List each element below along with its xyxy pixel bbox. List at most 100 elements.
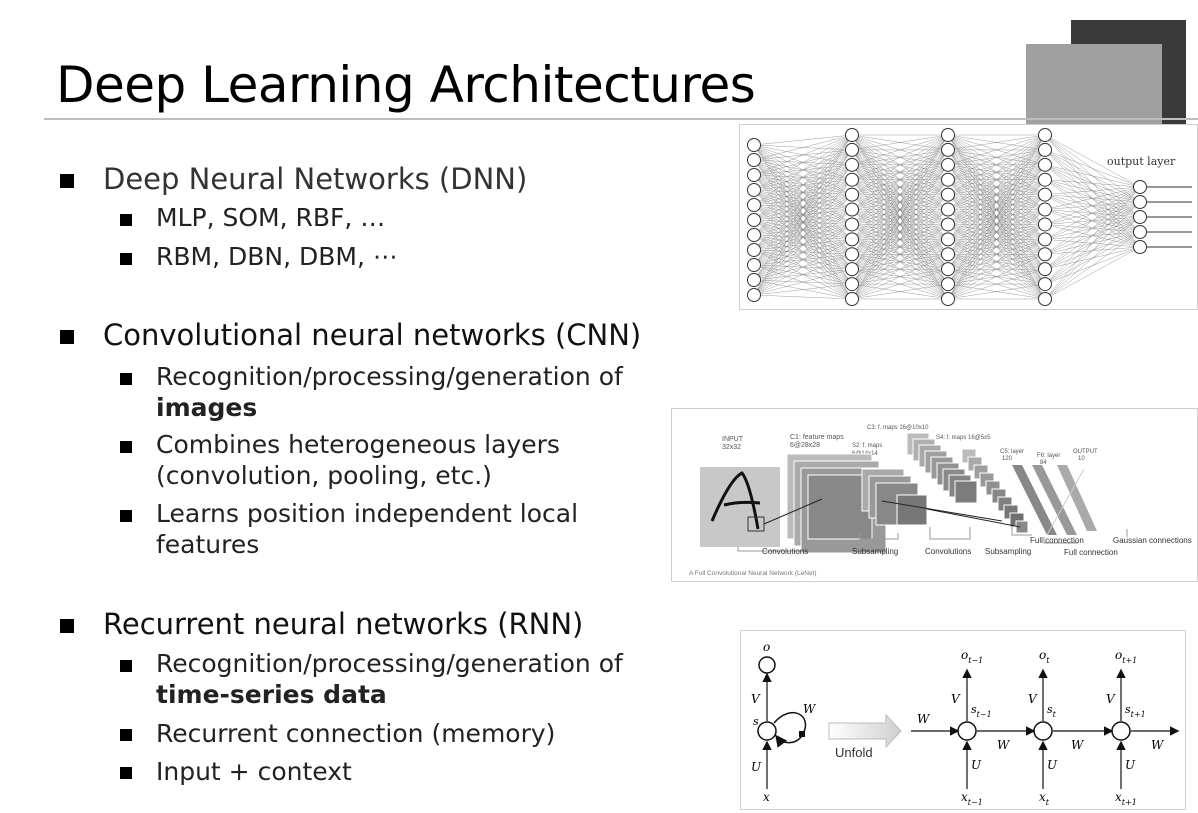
dnn-neuron [845,292,859,306]
rnn-item-3: Input + context [156,757,352,786]
dnn-neuron [1038,187,1052,202]
rnn-output-node [758,656,776,674]
dnn-neuron [941,142,955,157]
bullet-square [60,174,74,188]
bullet-square-small [120,214,132,226]
dnn-connection [851,179,949,300]
dnn-connection [753,134,853,281]
rnn-label-o: o [763,640,770,654]
cnn-f6-size: 84 [1040,460,1047,466]
dnn-neuron [845,262,859,277]
cnn-output-label: OUTPUT [1073,449,1098,455]
dnn-neuron [941,202,955,217]
unfold-arrow [828,713,902,749]
dnn-connection [947,194,1046,300]
dnn-connection [947,134,1046,240]
dnn-neuron [1038,277,1052,292]
dnn-neuron [845,202,859,217]
rnn-label-u: U [751,760,762,774]
rnn-label-w: W [803,702,817,716]
dnn-item-2: RBM, DBN, DBM, ⋯ [156,242,398,271]
dnn-neuron [747,228,761,242]
rnn-w-in: W [917,712,931,726]
dnn-neuron [1038,247,1052,262]
unfold-label: Unfold [835,745,873,760]
dnn-connection [753,134,853,176]
dnn-connection [1044,186,1141,255]
bullet-square-small [120,729,132,741]
dnn-connection [753,134,853,191]
dnn-neuron [941,292,955,306]
bullet-square-small [120,373,132,385]
dnn-connection [851,283,949,300]
dnn-connection [947,239,1046,300]
dnn-connection [851,134,949,225]
dnn-neuron [1038,202,1052,217]
dnn-connection [753,269,853,296]
dnn-neuron [845,172,859,187]
cnn-item-2: Combines heterogeneous layers (convoluti… [156,430,560,490]
dnn-neuron [747,243,761,257]
dnn-neuron [941,128,955,142]
dnn-neuron [845,187,859,202]
dnn-connection [1044,231,1141,300]
dnn-connection [947,224,1046,300]
cnn-c1-size: 6@28x28 [790,442,820,449]
dnn-neuron [747,153,761,167]
cnn-s4-label: S4: f. maps 16@5x5 [936,435,991,441]
rnn-hidden-node [757,721,777,741]
cnn-c5-size: 120 [1002,456,1013,462]
dnn-connection [947,164,1046,300]
dnn-figure: output layer [739,124,1198,310]
cnn-input-image [700,467,780,547]
dnn-neurons [747,128,1147,306]
dnn-connection [753,194,853,296]
dnn-connection [753,254,853,296]
cnn-f6-layer [1032,465,1077,535]
cnn-f6-label: F6: layer [1037,453,1060,459]
rnn-label-s: s [753,715,759,728]
dnn-connection [851,134,949,210]
dnn-connection [1044,186,1141,195]
dnn-connection [947,134,1046,270]
dnn-connection [753,179,853,296]
rnn-hidden-node-t-plus-1 [1111,721,1131,741]
dnn-neuron [941,247,955,262]
dnn-neuron [747,138,761,152]
dnn-connection [947,134,1046,210]
dnn-neuron [845,217,859,232]
cnn-item-3: Learns position independent local featur… [156,499,579,559]
dnn-connection [851,134,949,240]
dnn-connection [753,134,853,266]
rnn-label-v: V [751,692,761,706]
rnn-label-x: x [763,790,770,804]
cnn-input-size: 32x32 [722,444,741,451]
dnn-connection [947,269,1046,300]
section-heading-dnn: Deep Neural Networks (DNN) [103,162,528,196]
cnn-item-1: Recognition/processing/generation of ima… [156,362,623,422]
dnn-connection [1044,186,1141,285]
bullet-square-small [120,510,132,522]
dnn-connection [1044,149,1141,188]
dnn-neuron [941,217,955,232]
dnn-connection [851,134,949,255]
rnn-u-t: U [1047,758,1058,772]
dnn-neuron [941,262,955,277]
dnn-neuron [941,157,955,172]
dnn-connection [851,134,949,270]
bullet-square-small [120,767,132,779]
cnn-full-connection-1: Full connection [1030,536,1084,545]
dnn-neuron [1038,292,1052,306]
dnn-neuron [1133,180,1147,194]
dnn-connection [947,134,1046,255]
cnn-c5-label: C5: layer [1000,449,1024,455]
dnn-connection [851,194,949,300]
dnn-neuron [747,198,761,212]
bullet-square [60,330,74,344]
dnn-connection [947,209,1046,300]
dnn-neuron [845,232,859,247]
dnn-connections [753,134,1141,300]
dnn-connection [851,254,949,300]
cnn-convolutions-2: Convolutions [925,547,971,556]
dnn-connection [947,179,1046,300]
